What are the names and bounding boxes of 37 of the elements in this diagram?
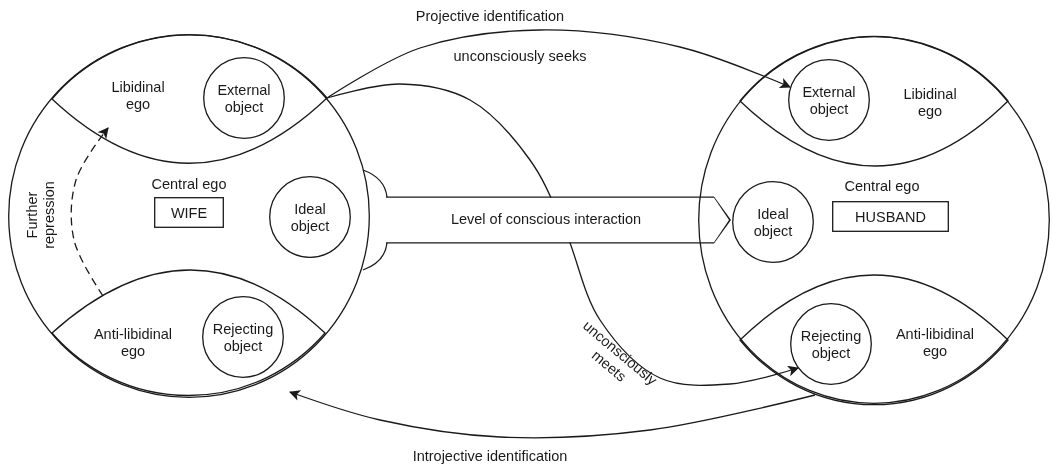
object-circle xyxy=(202,296,284,378)
dashed-arrow xyxy=(70,127,109,297)
node-label: Rejecting object xyxy=(799,327,863,363)
node-label: External object xyxy=(216,81,272,117)
annotation-label: Further repression xyxy=(23,180,58,251)
object-circle xyxy=(203,57,285,139)
node-label: Ideal object xyxy=(289,200,331,236)
node-label: Anti-libidinal ego xyxy=(894,325,976,361)
curved-arrow xyxy=(326,29,791,99)
name-box xyxy=(154,197,224,228)
edge-label: Introjective identification xyxy=(411,448,569,466)
node-label: Anti-libidinal ego xyxy=(92,325,174,361)
name-box xyxy=(832,201,949,232)
node-caption: Central ego xyxy=(151,176,227,194)
node-label: External object xyxy=(801,83,857,119)
object-circle xyxy=(790,303,872,385)
node-label: Libidinal ego xyxy=(110,78,166,114)
curved-arrow xyxy=(326,83,800,386)
edge-label: unconsciously seeks xyxy=(452,48,588,66)
object-circle xyxy=(269,176,351,258)
node-label: Rejecting object xyxy=(211,320,275,356)
object-circle xyxy=(788,59,870,141)
annotation-label: Projective identification xyxy=(414,8,566,26)
node-label: Ideal object xyxy=(752,205,794,241)
curved-arrow xyxy=(288,390,816,439)
libidinal-region xyxy=(740,36,1008,166)
edge-label: Level of conscious interaction xyxy=(449,211,643,229)
node-label: HUSBAND xyxy=(854,208,927,227)
node-label: Libidinal ego xyxy=(902,85,958,121)
anti-libidinal-region xyxy=(52,270,325,398)
libidinal-region xyxy=(52,34,327,164)
anti-libidinal-region xyxy=(740,275,1008,404)
psyche-circle xyxy=(698,36,1050,404)
node-caption: Central ego xyxy=(844,178,920,196)
psyche-circle xyxy=(8,34,370,398)
node-label: WIFE xyxy=(169,204,209,223)
object-circle xyxy=(732,181,814,263)
